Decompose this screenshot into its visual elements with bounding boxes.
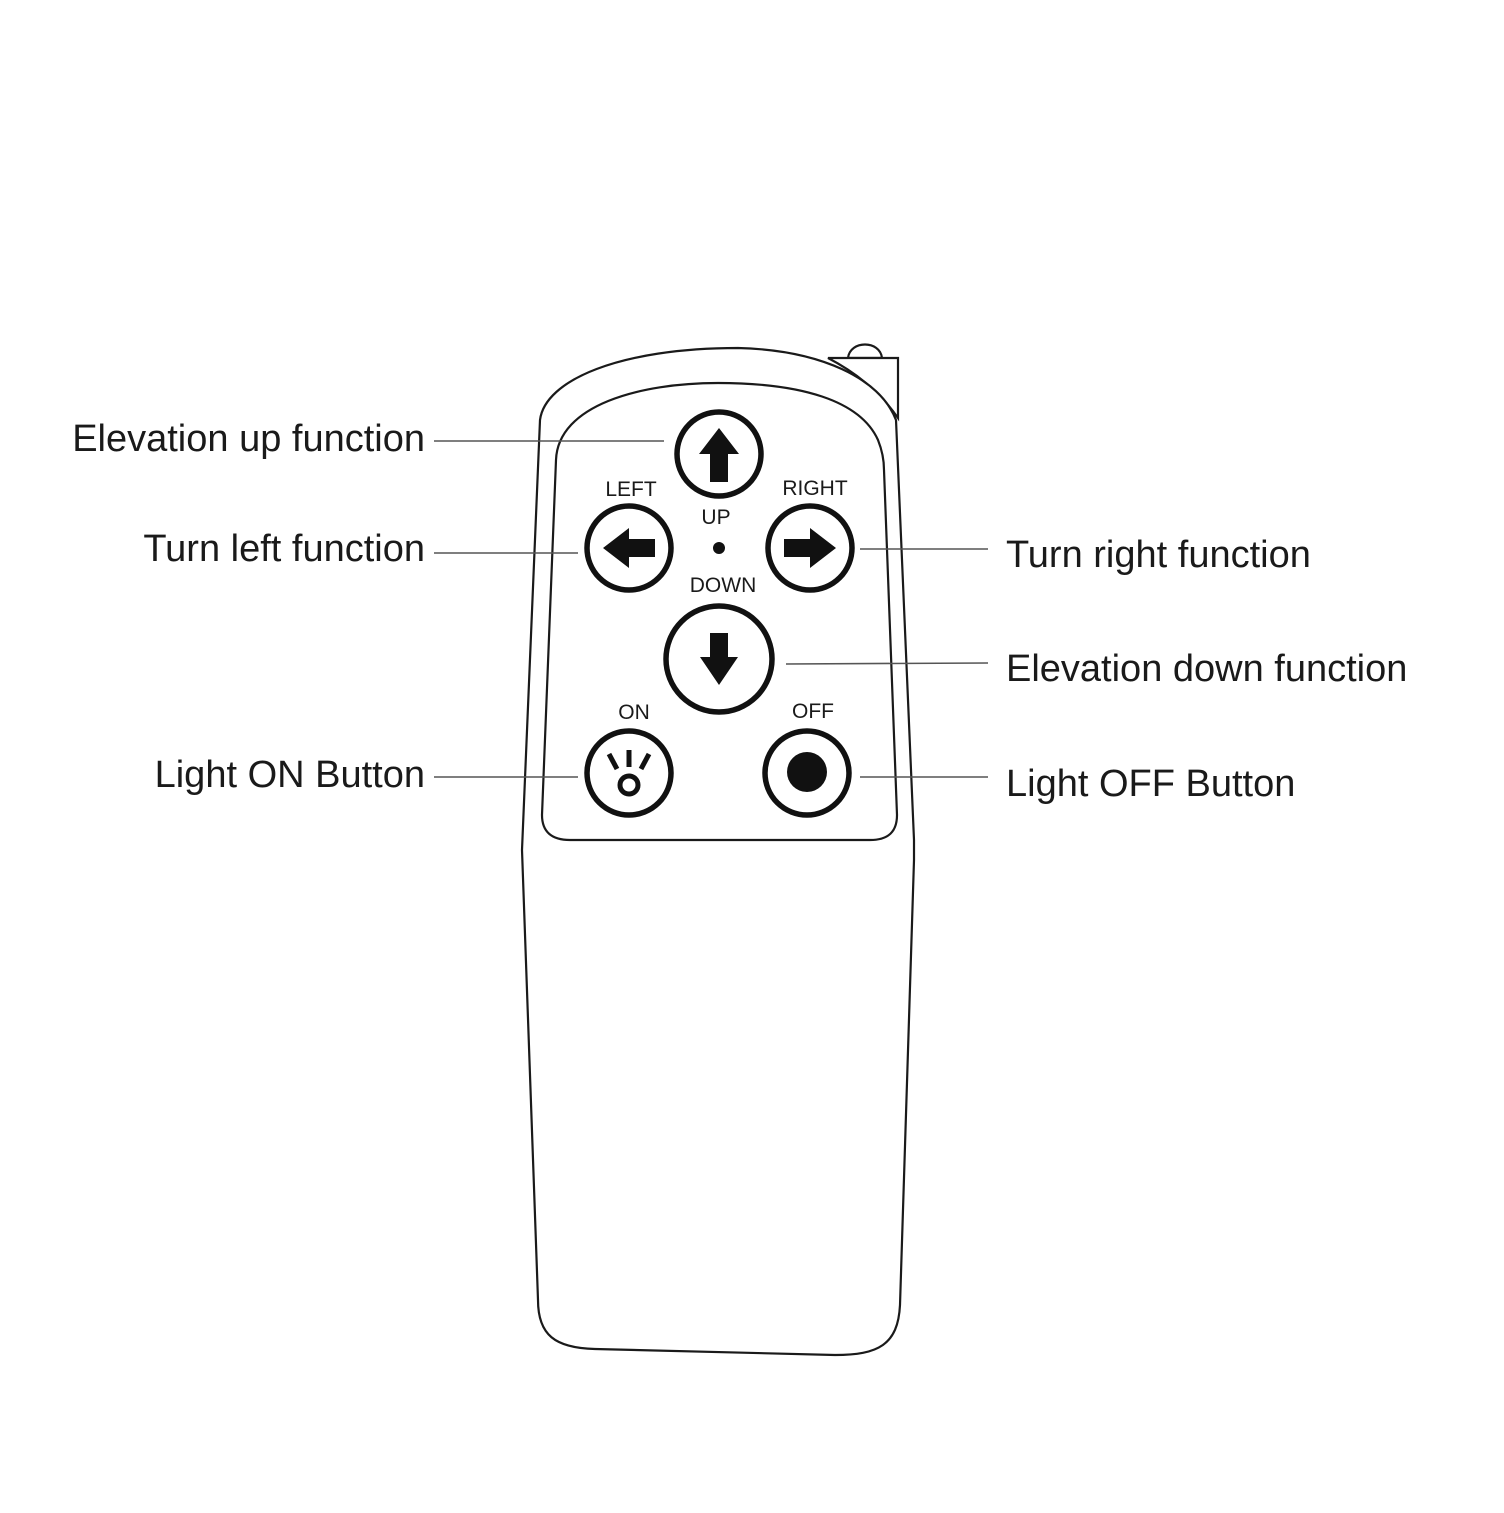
light-off-button[interactable] bbox=[762, 728, 852, 818]
right-label: RIGHT bbox=[782, 477, 848, 500]
leader-elevation-down bbox=[785, 662, 989, 665]
callout-turn-left: Turn left function bbox=[143, 528, 425, 570]
arrow-up-icon bbox=[699, 428, 739, 482]
arrow-right-icon bbox=[784, 528, 836, 568]
down-button[interactable] bbox=[663, 603, 775, 715]
left-label: LEFT bbox=[605, 478, 657, 501]
light-off-icon bbox=[787, 752, 827, 792]
indicator-led bbox=[713, 542, 725, 554]
arrow-down-icon bbox=[700, 633, 738, 685]
off-label: OFF bbox=[792, 700, 834, 723]
callout-turn-right: Turn right function bbox=[1006, 534, 1311, 576]
left-button[interactable] bbox=[584, 503, 674, 593]
callout-elevation-down: Elevation down function bbox=[1006, 648, 1407, 690]
up-button[interactable] bbox=[674, 409, 764, 499]
light-on-icon bbox=[606, 750, 652, 797]
callout-light-on: Light ON Button bbox=[155, 754, 425, 796]
right-button[interactable] bbox=[765, 503, 855, 593]
light-on-button[interactable] bbox=[584, 728, 674, 818]
callout-elevation-up: Elevation up function bbox=[72, 418, 425, 460]
arrow-left-icon bbox=[603, 528, 655, 568]
up-label: UP bbox=[701, 506, 730, 529]
down-label: DOWN bbox=[690, 574, 757, 597]
on-label: ON bbox=[618, 701, 650, 724]
callout-light-off: Light OFF Button bbox=[1006, 763, 1295, 805]
